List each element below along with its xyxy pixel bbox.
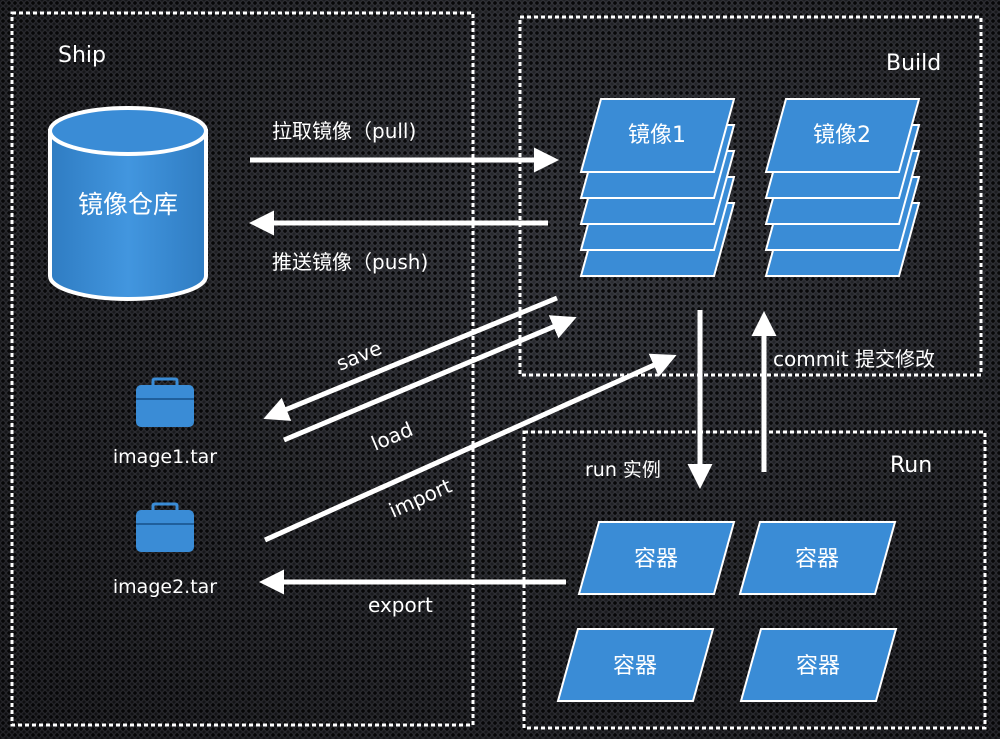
- image2-tar-label: image2.tar: [113, 576, 217, 598]
- import-arrow: [263, 353, 677, 543]
- build-region: [518, 15, 983, 377]
- container-1: 容器: [577, 521, 736, 595]
- image-layer: [764, 98, 921, 173]
- container-3-label: 容器: [613, 654, 657, 679]
- container-1-label: 容器: [634, 547, 678, 572]
- export-label: export: [368, 593, 433, 617]
- image1-tar-label: image1.tar: [113, 446, 217, 468]
- ship-region: [10, 11, 475, 727]
- load-arrow: [283, 315, 577, 443]
- image-registry-cylinder: 镜像仓库: [48, 106, 208, 301]
- image-1-label: 镜像1: [628, 123, 686, 148]
- container-3: 容器: [556, 628, 715, 702]
- container-4: 容器: [739, 628, 898, 702]
- container-2: 容器: [738, 521, 897, 595]
- image2-tar-archive: image2.tar: [113, 502, 217, 598]
- briefcase-icon: [136, 502, 194, 552]
- build-region-title: Build: [886, 51, 941, 76]
- ship-region-title: Ship: [58, 43, 106, 68]
- run-label: run 实例: [585, 459, 661, 481]
- image-stack-2: 镜像2: [764, 98, 921, 277]
- image-2-label: 镜像2: [813, 123, 871, 148]
- save-arrow: [263, 295, 558, 421]
- pull-label: 拉取镜像（pull): [272, 119, 416, 143]
- image-stack-1: 镜像1: [579, 98, 736, 277]
- image1-tar-archive: image1.tar: [113, 377, 217, 468]
- container-4-label: 容器: [796, 654, 840, 679]
- image-layer: [579, 98, 736, 173]
- load-label: load: [368, 417, 417, 456]
- container-2-label: 容器: [795, 547, 839, 572]
- image-registry-label: 镜像仓库: [78, 190, 178, 219]
- briefcase-icon: [136, 377, 194, 427]
- run-region-title: Run: [890, 453, 932, 478]
- push-label: 推送镜像（push): [272, 250, 428, 274]
- commit-label: commit 提交修改: [773, 347, 935, 371]
